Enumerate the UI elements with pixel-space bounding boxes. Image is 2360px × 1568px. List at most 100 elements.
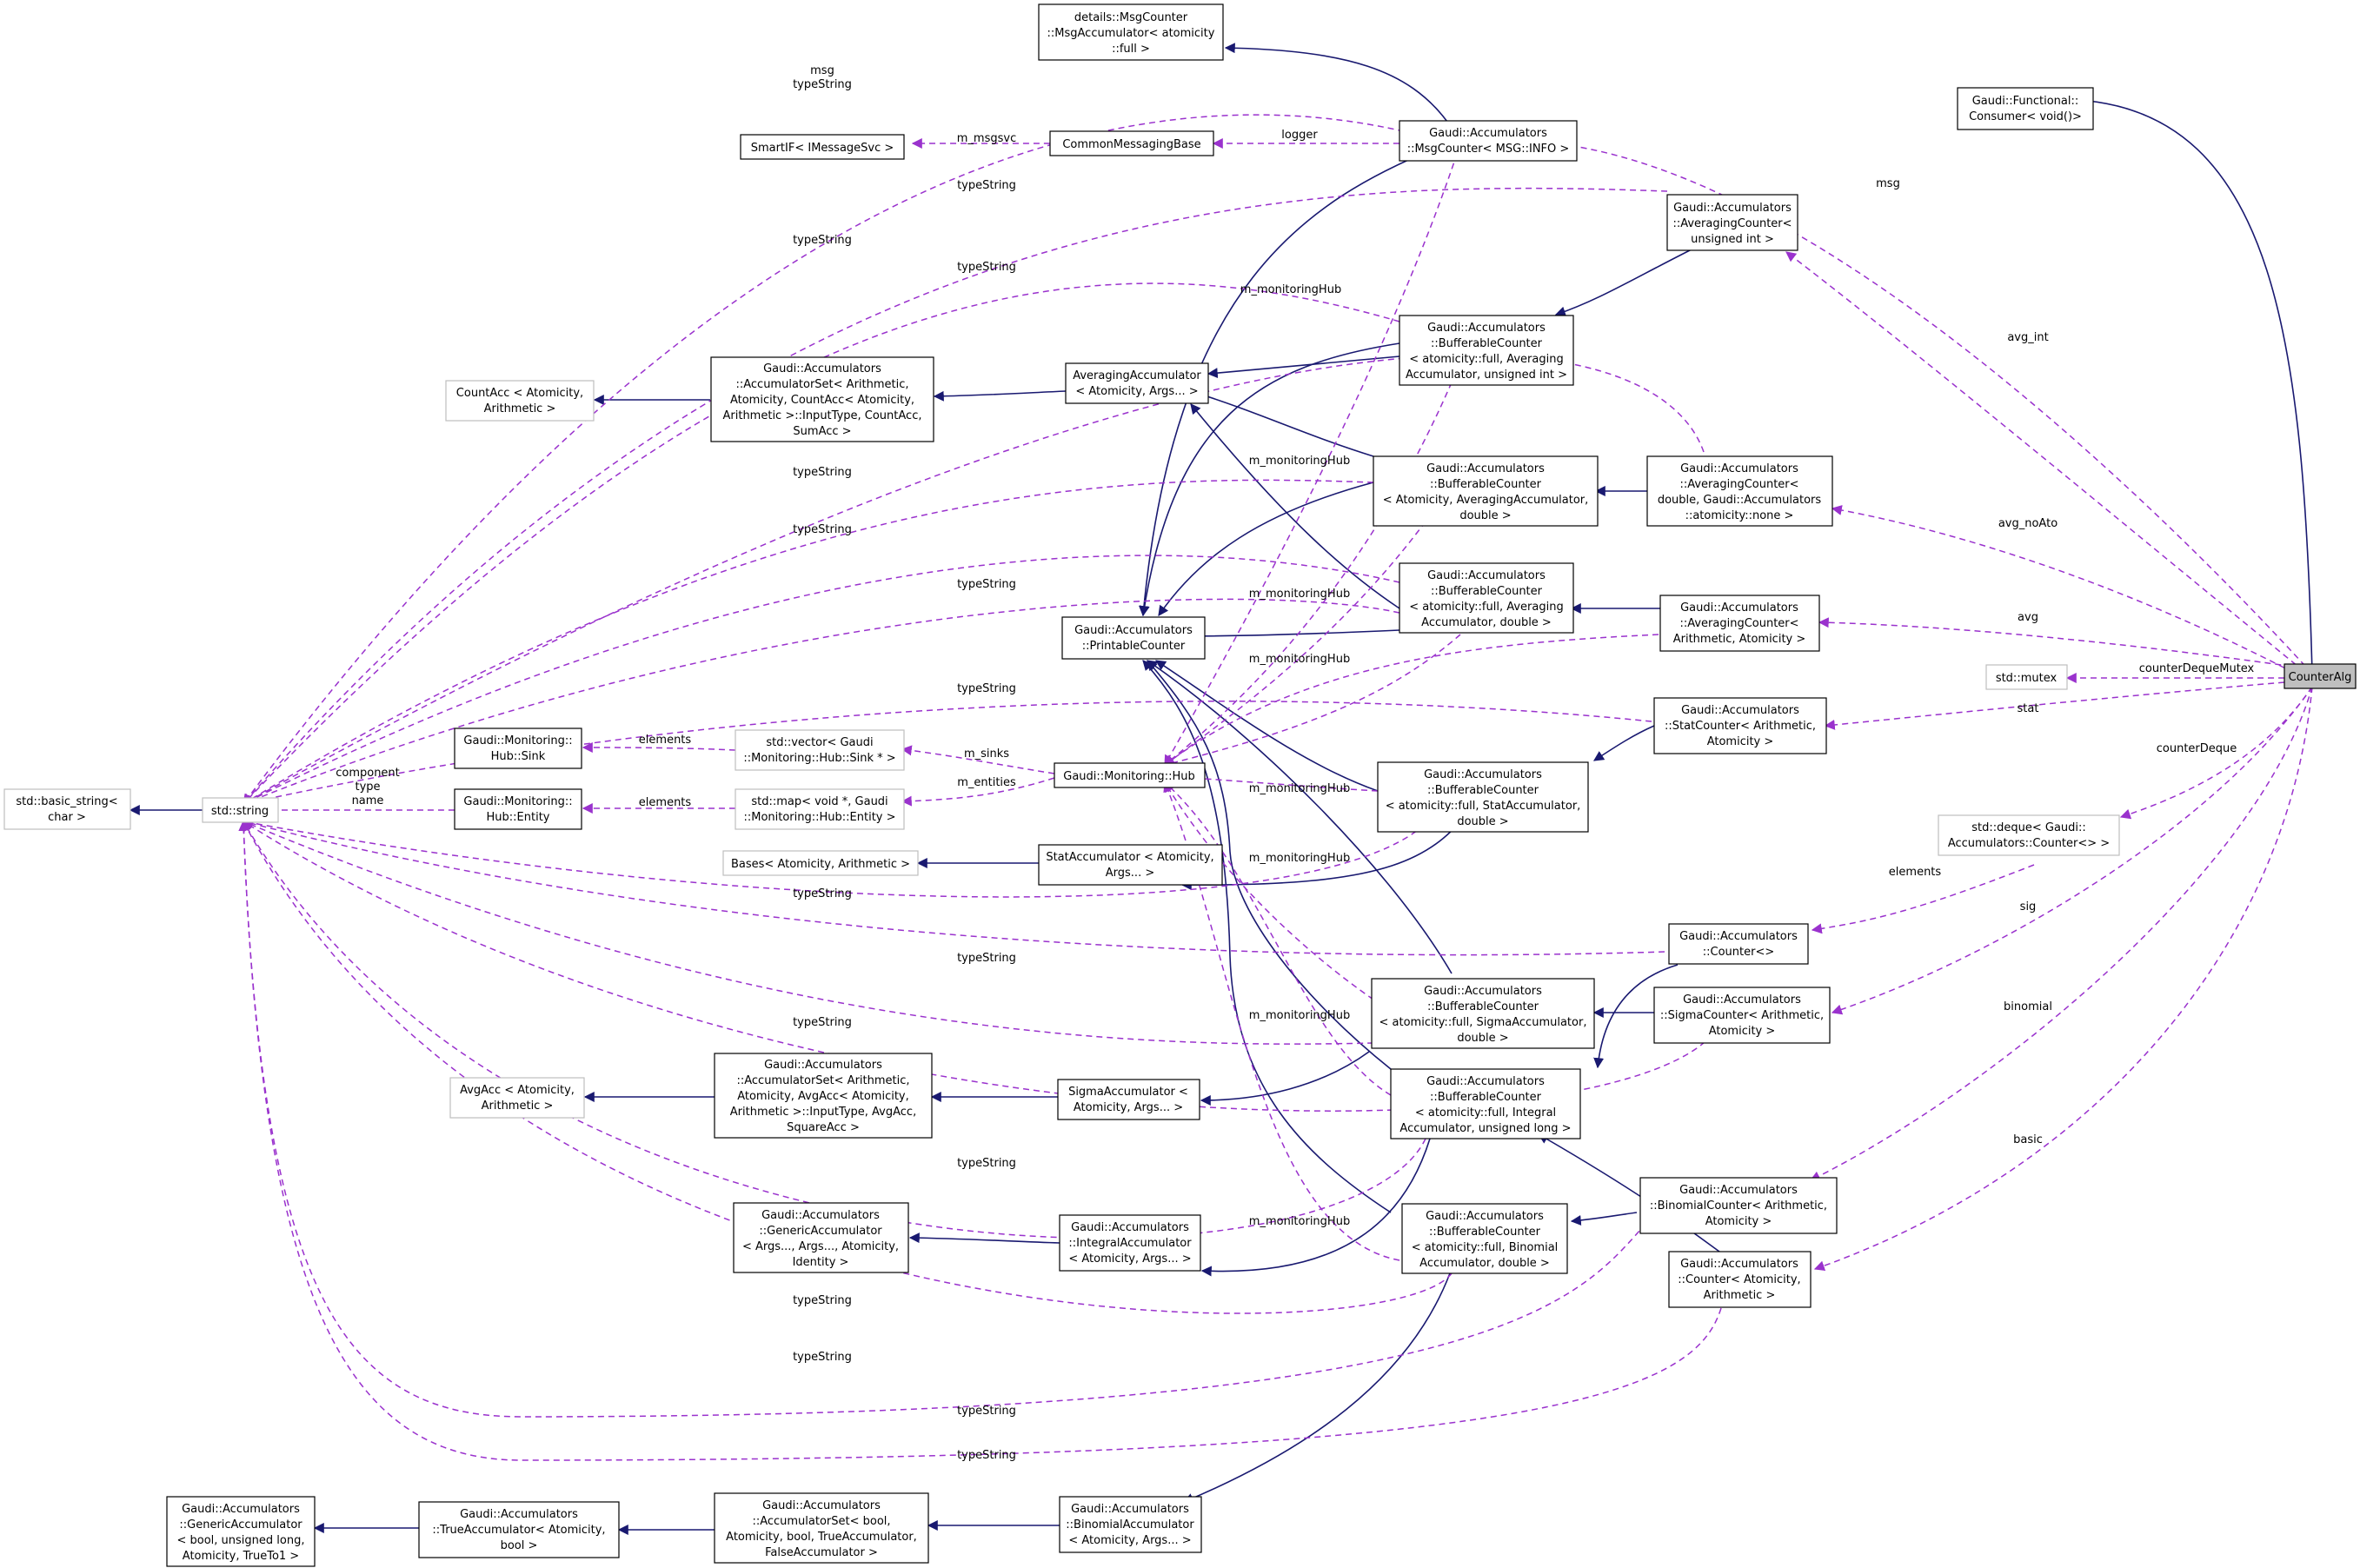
node-buf-avg-uint[interactable]: Gaudi::Accumulators::BufferableCounter< … [1399,315,1574,386]
node-generic-acc[interactable]: Gaudi::Accumulators::GenericAccumulator<… [733,1202,909,1273]
svg-text:Bases< Atomicity, Arithmetic >: Bases< Atomicity, Arithmetic > [731,858,910,871]
node-std-string[interactable]: std::string [202,797,279,823]
usage-edge [1164,781,1392,1096]
svg-text:Gaudi::Accumulators::GenericAc: Gaudi::Accumulators::GenericAccumulator<… [177,1503,305,1563]
usage-edge [243,114,1435,805]
node-counter-atom-arith[interactable]: Gaudi::Accumulators::Counter< Atomicity,… [1668,1251,1812,1308]
node-msgcounter[interactable]: Gaudi::Accumulators::MsgCounter< MSG::IN… [1399,120,1578,162]
usage-edge [242,820,1374,1045]
node-binomial-counter[interactable]: Gaudi::Accumulators::BinomialCounter< Ar… [1639,1177,1838,1234]
node-sigma-counter[interactable]: Gaudi::Accumulators::SigmaCounter< Arith… [1653,987,1831,1044]
usage-edge [1813,686,2313,1272]
node-buf-integral-ulong[interactable]: Gaudi::Accumulators::BufferableCounter< … [1390,1068,1581,1139]
usage-edge [242,821,1713,1112]
inherit-edge [1158,482,1374,616]
edge-label-avg-noato: avg_noAto [1998,517,2058,530]
node-functional-consumer[interactable]: Gaudi::Functional::Consumer< void()> [1957,87,2094,130]
node-std-mutex[interactable]: std::mutex [1985,664,2068,690]
edge-label-typestring: typeString [957,179,1016,192]
edge-label-typestring: typeString [793,523,852,536]
edge-label-m-entities: m_entities [957,776,1016,789]
node-buf-sigma-full-double[interactable]: Gaudi::Accumulators::BufferableCounter< … [1371,978,1595,1049]
usage-edge [1164,521,1426,766]
usage-edge [1164,382,1453,766]
usage-edge [1831,686,2313,1015]
svg-text:StatAccumulator < Atomicity,Ar: StatAccumulator < Atomicity,Args... > [1046,851,1213,880]
node-accset-avg-square[interactable]: Gaudi::Accumulators::AccumulatorSet< Ari… [714,1053,933,1139]
svg-text:Gaudi::Accumulators::GenericAc: Gaudi::Accumulators::GenericAccumulator<… [742,1209,899,1269]
node-avg-counter-arith[interactable]: Gaudi::Accumulators::AveragingCounter<Ar… [1659,595,1820,652]
node-accset-count-sum[interactable]: Gaudi::Accumulators::AccumulatorSet< Ari… [710,356,934,442]
svg-text:SigmaAccumulator <Atomicity, A: SigmaAccumulator <Atomicity, Args... > [1068,1086,1188,1114]
svg-text:Gaudi::Accumulators::BinomialA: Gaudi::Accumulators::BinomialAccumulator… [1066,1503,1194,1547]
edge-label-typestring: typeString [793,887,852,900]
svg-text:std::basic_string<char >: std::basic_string<char > [16,795,117,824]
svg-text:std::string: std::string [211,805,269,818]
node-basic-string[interactable]: std::basic_string<char > [3,788,131,830]
inherit-edge [1189,389,1374,457]
node-buf-avg-atom-double[interactable]: Gaudi::Accumulators::BufferableCounter< … [1373,455,1599,527]
node-vector-sink[interactable]: std::vector< Gaudi::Monitoring::Hub::Sin… [735,729,905,771]
usage-edge [238,820,1661,1418]
edge-label-typestring: typeString [793,1351,852,1364]
node-avg-counter-double-none[interactable]: Gaudi::Accumulators::AveragingCounter<do… [1646,455,1833,527]
inherit-edge [1592,725,1655,761]
node-map-entity[interactable]: std::map< void *, Gaudi::Monitoring::Hub… [735,788,905,830]
edge-label-typestring: typeString [957,1449,1016,1462]
node-counteralg[interactable]: CounterAlg [2284,663,2357,689]
node-averaging-acc[interactable]: AveragingAccumulator< Atomicity, Args...… [1065,362,1209,404]
edge-label-m-monitoringhub: m_monitoringHub [1249,1215,1350,1228]
node-deque-counter[interactable]: std::deque< Gaudi::Accumulators::Counter… [1938,814,2120,856]
node-commonmessaging[interactable]: CommonMessagingBase [1049,130,1214,156]
node-avgacc[interactable]: AvgAcc < Atomicity,Arithmetic > [449,1077,585,1119]
inherit-edge [1224,43,1448,123]
node-true-acc[interactable]: Gaudi::Accumulators::TrueAccumulator< At… [418,1501,620,1558]
node-buf-stat-full-double[interactable]: Gaudi::Accumulators::BufferableCounter< … [1377,761,1589,833]
edge-label-stat: stat [2018,702,2039,715]
svg-text:Gaudi::Accumulators::Bufferabl: Gaudi::Accumulators::BufferableCounter< … [1406,322,1567,382]
edge-label-avg: avg [2018,611,2038,624]
node-stat-acc[interactable]: StatAccumulator < Atomicity,Args... > [1038,844,1223,886]
edge-label-m-msgsvc: m_msgsvc [957,132,1016,145]
edge-label-logger: logger [1281,129,1318,142]
node-counter-default[interactable]: Gaudi::Accumulators::Counter<> [1668,923,1809,965]
node-avg-counter-uint[interactable]: Gaudi::Accumulators::AveragingCounter<un… [1666,194,1798,251]
svg-text:Gaudi::Accumulators::Averaging: Gaudi::Accumulators::AveragingCounter<un… [1672,202,1792,246]
node-bases[interactable]: Bases< Atomicity, Arithmetic > [722,850,919,876]
edge-label-binomial: binomial [2004,1000,2052,1013]
usage-edge [1818,617,2313,670]
node-stat-counter[interactable]: Gaudi::Accumulators::StatCounter< Arithm… [1653,697,1827,754]
inherit-edge [1593,964,1679,1069]
edge-label-avg-int: avg_int [2007,331,2048,344]
node-buf-binomial-double[interactable]: Gaudi::Accumulators::BufferableCounter< … [1401,1203,1568,1274]
inherit-edge [1147,660,1453,974]
svg-text:std::map< void *, Gaudi::Monit: std::map< void *, Gaudi::Monitoring::Hub… [743,795,895,824]
node-countacc[interactable]: CountAcc < Atomicity,Arithmetic > [445,380,595,422]
edge-label-typestring: typeString [793,234,852,247]
node-hub-sink[interactable]: Gaudi::Monitoring::Hub::Sink [454,728,582,769]
node-printable-counter[interactable]: Gaudi::Accumulators::PrintableCounter [1061,616,1206,660]
node-monitoring-hub[interactable]: Gaudi::Monitoring::Hub [1054,762,1206,788]
node-accset-bool[interactable]: Gaudi::Accumulators::AccumulatorSet< boo… [714,1492,929,1564]
edge-label-m-monitoringhub: m_monitoringHub [1249,455,1350,468]
edge-label-m-monitoringhub: m_monitoringHub [1249,852,1350,865]
edge-label-m-sinks: m_sinks [964,747,1009,761]
node-buf-avg-full-double[interactable]: Gaudi::Accumulators::BufferableCounter< … [1399,562,1574,634]
node-msgcounter-acc[interactable]: details::MsgCounter::MsgAccumulator< ato… [1038,3,1224,61]
edge-label-elements: elements [639,734,692,747]
usage-edge [242,598,1400,806]
usage-edge [1163,634,1461,768]
edge-label-msg: msg [1876,177,1900,190]
node-binomial-acc[interactable]: Gaudi::Accumulators::BinomialAccumulator… [1059,1496,1202,1553]
inherit-edge [1200,1138,1431,1277]
node-line: CounterAlg [2289,671,2352,684]
svg-text:Gaudi::Accumulators::Counter<: Gaudi::Accumulators::Counter< Atomicity,… [1678,1258,1800,1302]
node-smartif[interactable]: SmartIF< IMessageSvc > [740,134,905,160]
svg-text:AvgAcc < Atomicity,Arithmetic: AvgAcc < Atomicity,Arithmetic > [460,1084,575,1113]
usage-edge [901,745,1055,774]
node-integral-acc[interactable]: Gaudi::Accumulators::IntegralAccumulator… [1059,1214,1201,1272]
node-generic-acc-bool[interactable]: Gaudi::Accumulators::GenericAccumulator<… [166,1496,316,1567]
svg-text:Gaudi::Accumulators::Bufferabl: Gaudi::Accumulators::BufferableCounter< … [1412,1210,1559,1270]
node-sigma-acc[interactable]: SigmaAccumulator <Atomicity, Args... > [1057,1079,1200,1120]
node-hub-entity[interactable]: Gaudi::Monitoring::Hub::Entity [454,788,582,830]
